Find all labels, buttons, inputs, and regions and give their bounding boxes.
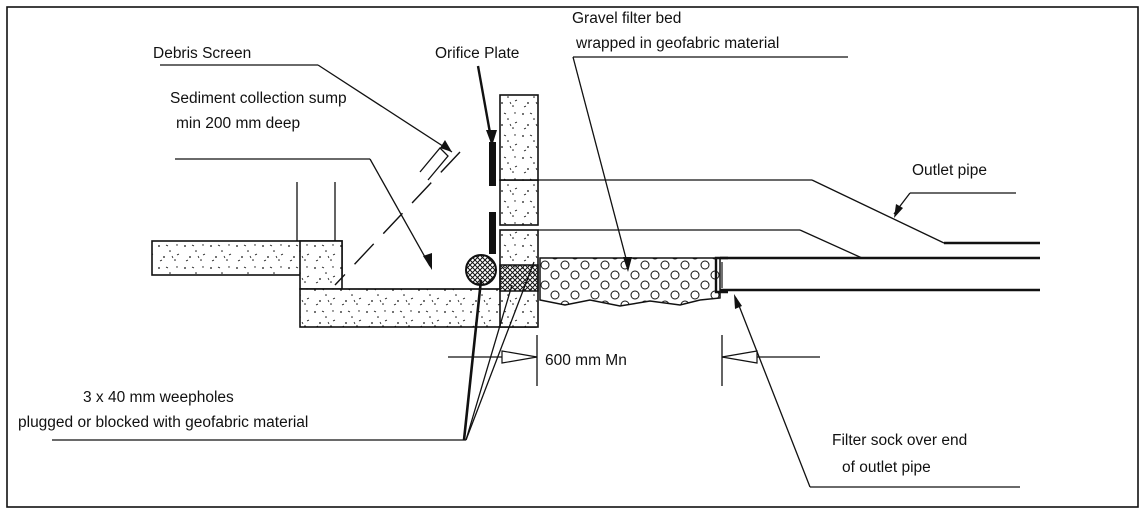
gravel-filter-bed — [539, 257, 721, 307]
label-outlet-pipe: Outlet pipe — [912, 162, 987, 179]
debris-screen — [334, 147, 461, 286]
drawing-border — [6, 6, 1139, 508]
label-weepholes-line1: 3 x 40 mm weepholes — [83, 389, 234, 406]
label-filter-sock-line1: Filter sock over end — [832, 432, 967, 449]
label-filter-sock-line2: of outlet pipe — [842, 459, 931, 476]
outlet-pipe — [538, 179, 1040, 294]
label-sediment-sump-line1: Sediment collection sump — [170, 90, 347, 107]
label-dimension: 600 mm Mn — [545, 352, 627, 369]
geofabric-block — [499, 264, 539, 292]
label-debris-screen: Debris Screen — [153, 45, 251, 62]
label-orifice-plate: Orifice Plate — [435, 45, 519, 62]
label-weepholes-line2: plugged or blocked with geofabric materi… — [18, 414, 308, 431]
orifice-plate-upper — [489, 142, 496, 186]
label-gravel-bed-line2: wrapped in geofabric material — [575, 35, 779, 52]
dimension-marker — [448, 335, 820, 386]
orifice-plate-lower — [489, 212, 496, 254]
leader-lines — [52, 56, 1020, 488]
label-gravel-bed-line1: Gravel filter bed — [572, 10, 681, 27]
label-sediment-sump-line2: min 200 mm deep — [176, 115, 300, 132]
